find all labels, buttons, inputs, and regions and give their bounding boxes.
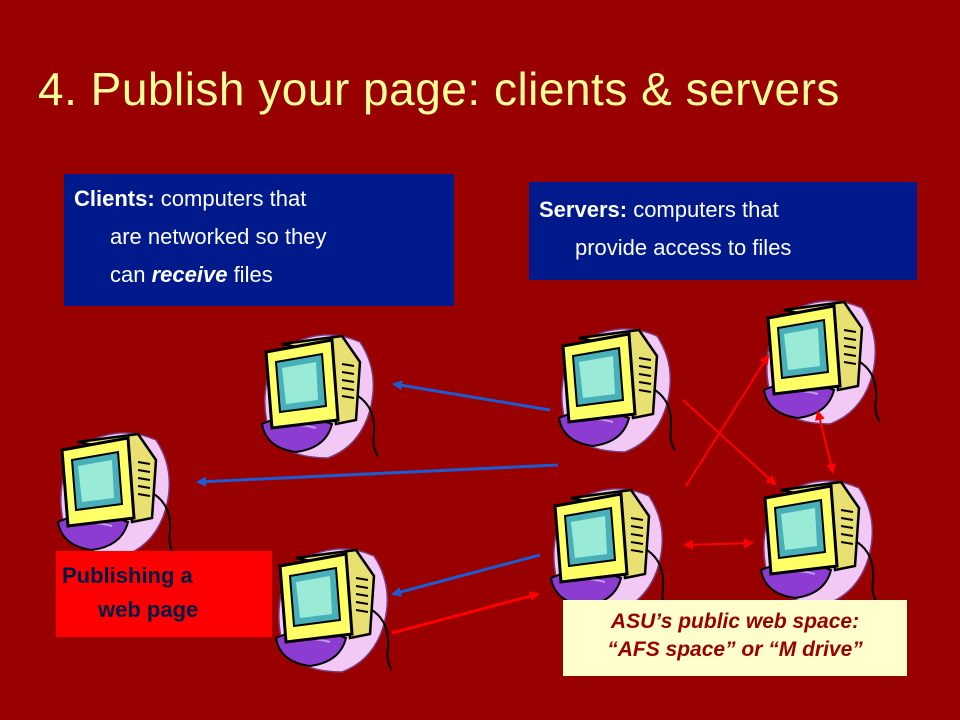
clients-text-3-pre: can	[110, 262, 152, 287]
clients-text-1: computers that	[154, 186, 307, 211]
page-title: 4. Publish your page: clients & servers	[38, 63, 840, 115]
computer-icon	[762, 299, 882, 426]
arrow-to-client-3	[391, 553, 541, 597]
arrow-to-client-2	[196, 463, 559, 487]
server-link-2	[685, 354, 770, 487]
computer-icon	[274, 547, 394, 674]
asu-line-2: “AFS space” or “M drive”	[607, 638, 863, 661]
server-link-3	[815, 410, 836, 474]
computer-icon	[260, 333, 380, 460]
arrow-to-client-1	[392, 380, 551, 412]
computer-icon	[759, 479, 879, 606]
servers-label: Servers:	[539, 197, 628, 222]
clients-text-3-post: files	[227, 262, 273, 287]
publishing-line-1: Publishing a	[62, 563, 193, 588]
computer-icon	[557, 327, 677, 454]
servers-text-1: computers that	[627, 197, 779, 222]
publish-arrow	[391, 591, 540, 635]
publishing-label-box: Publishing a web page	[56, 551, 272, 637]
servers-text-2: provide access to files	[575, 235, 792, 260]
computer-icon	[56, 431, 176, 558]
publishing-line-2: web page	[98, 597, 199, 622]
clients-label: Clients:	[74, 186, 155, 211]
clients-text-2: are networked so they	[110, 224, 327, 249]
server-link-4	[683, 538, 754, 550]
clients-text-3-emphasis: receive	[151, 262, 228, 287]
computer-icon	[549, 487, 669, 614]
asu-web-space-box: ASU’s public web space: “AFS space” or “…	[563, 600, 907, 676]
servers-definition-box: Servers: computers that provide access t…	[529, 182, 917, 280]
asu-line-1: ASU’s public web space:	[610, 610, 860, 633]
server-link-1	[682, 399, 777, 486]
clients-definition-box: Clients: computers that are networked so…	[64, 174, 454, 306]
